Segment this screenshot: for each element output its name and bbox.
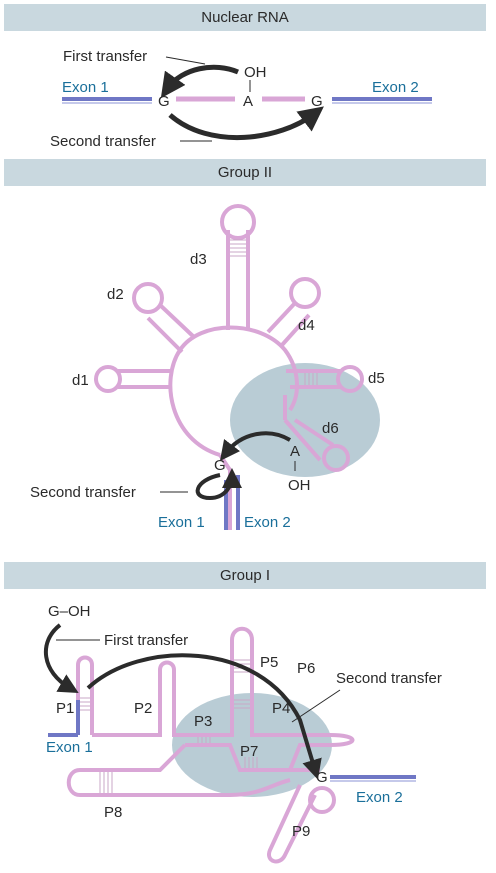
group-ii-d6-hairpin	[283, 395, 350, 472]
group-i-g-oh-label: G–OH	[48, 603, 91, 620]
group-ii-second-transfer-arrow	[195, 468, 242, 501]
group-i-g-label: G	[316, 769, 328, 786]
group-i-p9-label: P9	[292, 823, 310, 840]
group-i-first-transfer-label: First transfer	[104, 632, 188, 649]
nuclear-a-label: A	[243, 93, 253, 110]
group-ii-d3-label: d3	[190, 251, 207, 268]
group-i-exon2-label: Exon 2	[356, 789, 403, 806]
group-i-p3-label: P3	[194, 713, 212, 730]
group-ii-panel: d1 d2 d3 d4 d5 d6 A OH G Second transfer…	[30, 204, 385, 531]
group-i-p8-label: P8	[104, 804, 122, 821]
group-ii-d5-hairpin	[286, 365, 364, 393]
group-ii-d4-label: d4	[298, 317, 315, 334]
group-i-p7-label: P7	[240, 743, 258, 760]
nuclear-first-transfer-label: First transfer	[63, 48, 147, 65]
group-ii-d6-label: d6	[322, 420, 339, 437]
group-ii-d4-hairpin	[266, 277, 321, 347]
group-i-backbone	[92, 626, 355, 772]
group-ii-d5-label: d5	[368, 370, 385, 387]
group-i-p1-label: P1	[56, 700, 74, 717]
group-i-first-transfer-arrow	[43, 623, 79, 693]
nuclear-exon2-strand	[332, 97, 432, 104]
group-i-p5-label: P5	[260, 654, 278, 671]
group-ii-second-transfer-label: Second transfer	[30, 484, 136, 501]
nuclear-first-transfer-arrow	[160, 64, 239, 99]
group-i-exon1-label: Exon 1	[46, 739, 93, 756]
group-ii-oh-label: OH	[288, 477, 311, 494]
nuclear-second-transfer-label: Second transfer	[50, 133, 156, 150]
group-ii-g-label: G	[214, 457, 226, 474]
group-ii-branch-arrow	[219, 431, 292, 461]
nuclear-g-right-label: G	[311, 93, 323, 110]
group-i-second-transfer-leader	[291, 689, 341, 723]
nuclear-second-transfer-arrow	[168, 106, 324, 141]
group-i-p3-stem	[197, 737, 211, 743]
group-ii-d3-hairpin	[220, 204, 256, 330]
group-ii-exon2-label: Exon 2	[244, 514, 291, 531]
nuclear-exon1-label: Exon 1	[62, 79, 109, 96]
nuclear-first-transfer-leader	[165, 56, 206, 65]
group-i-p4-label: P4	[272, 700, 290, 717]
group-i-p8-hairpin	[66, 743, 291, 797]
group-ii-d1-label: d1	[72, 372, 89, 389]
group-i-exon2-strand	[330, 775, 416, 782]
nuclear-exon1-strand	[62, 97, 152, 104]
group-i-p8-stem	[99, 772, 113, 793]
group-ii-header: Group II	[4, 159, 486, 186]
group-ii-central-loop	[168, 325, 299, 457]
group-i-p3-p7-strand	[185, 743, 290, 772]
group-i-header: Group I	[4, 562, 486, 589]
group-ii-d2-label: d2	[107, 286, 124, 303]
group-i-p2-label: P2	[134, 700, 152, 717]
nuclear-g-left-label: G	[158, 93, 170, 110]
group-ii-a-label: A	[290, 443, 300, 460]
nuclear-exon2-label: Exon 2	[372, 79, 419, 96]
nuclear-rna-panel: Exon 1 Exon 2 G A G OH First transfer Se…	[50, 48, 432, 150]
group-i-second-transfer-arrow	[86, 653, 322, 780]
group-i-p9-hairpin	[267, 784, 317, 864]
group-i-p6-label: P6	[297, 660, 315, 677]
group-i-p1-hairpin	[76, 655, 94, 735]
group-i-p9-loop	[308, 786, 336, 814]
group-ii-d2-hairpin	[132, 282, 197, 354]
group-i-panel: G–OH First transfer Second transfer Exon…	[43, 603, 442, 864]
group-ii-exon1-label: Exon 1	[158, 514, 205, 531]
group-ii-d1-hairpin	[94, 365, 172, 393]
nuclear-oh-label: OH	[244, 64, 267, 81]
nuclear-rna-header: Nuclear RNA	[4, 4, 486, 31]
group-i-second-transfer-label: Second transfer	[336, 670, 442, 687]
group-i-p7-stem	[244, 757, 258, 768]
